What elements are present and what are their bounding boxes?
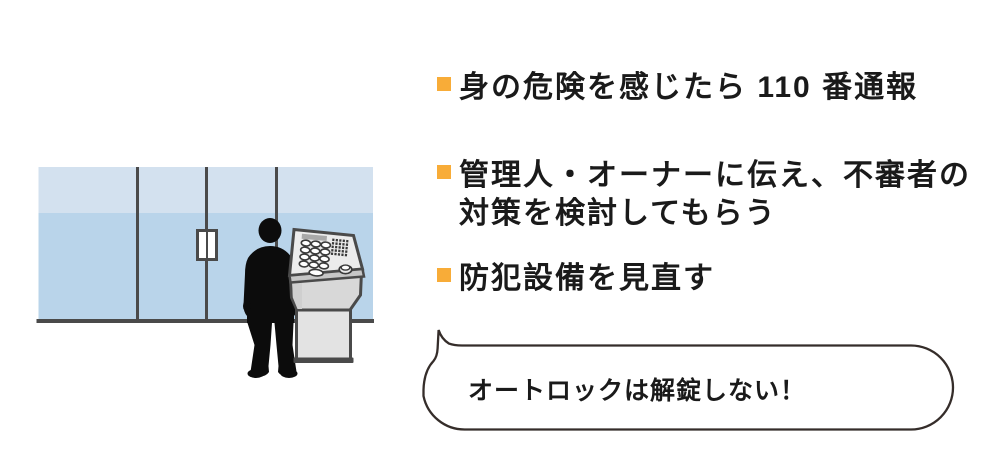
kiosk-pedestal-shade: [292, 278, 302, 309]
person-right-foot: [280, 369, 298, 378]
person-left-foot: [247, 369, 265, 378]
bullet-square-icon: [437, 165, 451, 179]
bullet-square-icon: [437, 77, 451, 91]
kiosk-pedestal-column: [295, 306, 352, 362]
kiosk-base: [293, 357, 354, 363]
checklist-item-2: 管理人・オーナーに伝え、不審者の 対策を検討してもらう: [437, 157, 971, 233]
kiosk-keypad: [298, 239, 332, 277]
checklist-item-3: 防犯設備を見直す: [437, 260, 715, 298]
kiosk-call-button: [338, 264, 353, 275]
person-silhouette: [243, 218, 299, 378]
person-left-hand: [243, 300, 251, 312]
checklist-item-1: 身の危険を感じたら 110 番通報: [437, 69, 918, 107]
person-right-leg: [274, 323, 297, 377]
checklist-item-1-text: 身の危険を感じたら 110 番通報: [459, 71, 919, 104]
bullet-square-icon: [437, 268, 451, 282]
person-torso: [243, 246, 298, 323]
speech-bubble-text: オートロックは解錠しない！: [468, 377, 807, 405]
person-head: [258, 218, 282, 243]
kiosk-display: [301, 233, 327, 241]
checklist-item-3-text: 防犯設備を見直す: [459, 262, 715, 295]
checklist-item-2-text-line-1: 管理人・オーナーに伝え、不審者の: [459, 159, 971, 192]
intercom-kiosk: [287, 227, 366, 363]
speech-bubble: [422, 329, 955, 431]
person-left-leg: [247, 323, 272, 377]
checklist-item-2-text-line-2: 対策を検討してもらう: [459, 197, 777, 230]
kiosk-speaker-grille: [330, 238, 350, 257]
